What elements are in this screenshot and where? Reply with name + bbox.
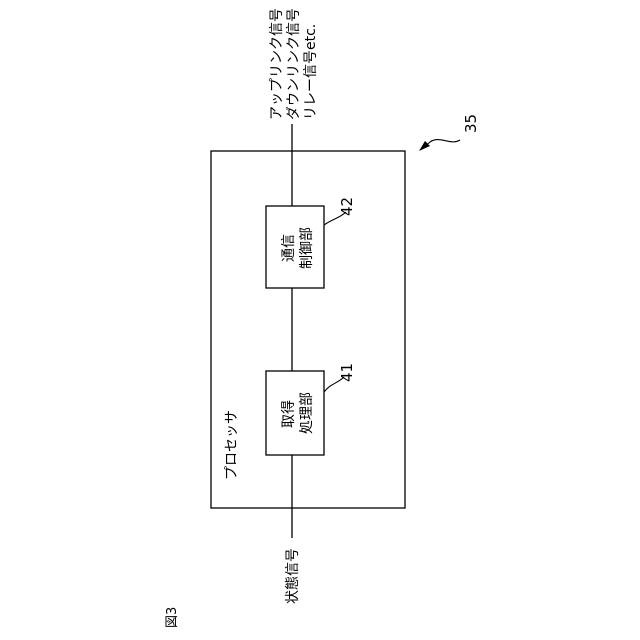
ref-number-41: 41 — [338, 363, 356, 382]
output-signal-line3: リレー信号etc. — [303, 24, 319, 120]
communication-line2: 制御部 — [299, 227, 315, 269]
ref-number-42: 42 — [338, 197, 356, 216]
acquisition-line2: 処理部 — [299, 392, 315, 434]
communication-line1: 通信 — [281, 234, 297, 262]
ref-number-35: 35 — [462, 114, 480, 133]
figure-label: 図3 — [165, 607, 180, 628]
output-signal-line1: アップリンク信号 — [269, 8, 285, 120]
input-signal-label: 状態信号 — [285, 548, 301, 604]
processor-label: プロセッサ — [224, 410, 240, 480]
output-signal-line2: ダウンリンク信号 — [286, 8, 302, 120]
arrowhead-35 — [419, 141, 430, 151]
acquisition-line1: 取得 — [280, 400, 297, 428]
